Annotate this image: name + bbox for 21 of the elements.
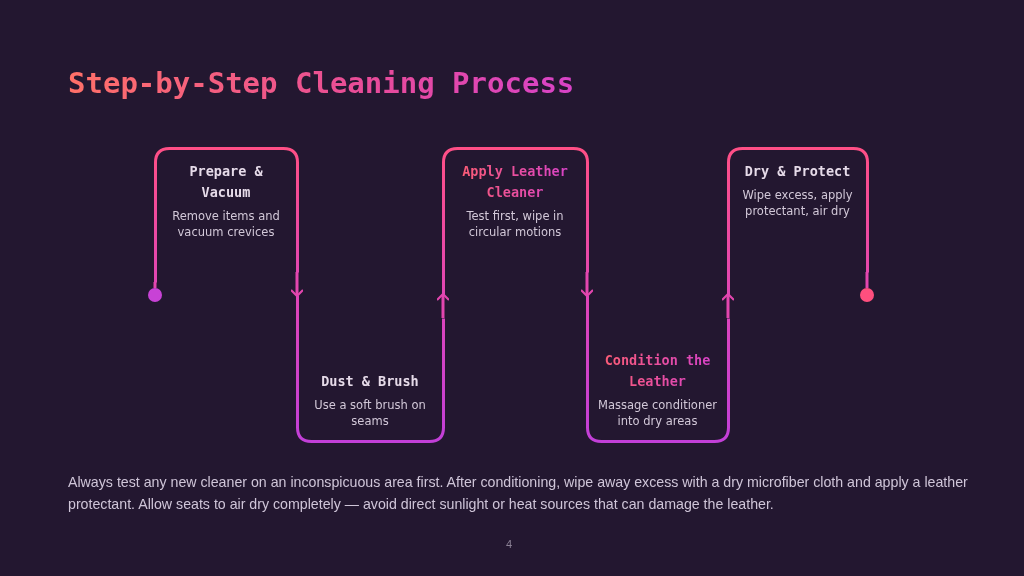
- flow-connector: [435, 292, 451, 318]
- step-heading: Dry & Protect: [743, 161, 852, 181]
- step-description: Wipe excess, apply protectant, air dry: [741, 186, 854, 219]
- flow-connector: [579, 272, 595, 298]
- step-frame: [295, 293, 445, 443]
- flow-connector: [865, 272, 869, 288]
- step-frame: [585, 293, 730, 443]
- note-paragraph: Always test any new cleaner on an inconspicuous area first. After conditioning, wipe away excess with a dry microfiber cloth and apply a leather protectant. Allow seats to air dry completely — avoid direct sunlight or heat sources that can damage the leather.: [68, 473, 968, 514]
- page-number: 4: [506, 538, 513, 550]
- step-description: Remove items and vacuum crevices: [171, 207, 281, 240]
- step-heading: Prepare & Vacuum: [188, 161, 264, 202]
- step-frame: [726, 146, 869, 297]
- flow-connector: [720, 292, 736, 318]
- step-description: Massage conditioner into dry areas: [597, 396, 718, 429]
- step-description: Test first, wipe in circular motions: [465, 207, 565, 240]
- step-description: Use a soft brush on seams: [313, 396, 427, 429]
- endpoint-dot: [860, 288, 874, 302]
- endpoint-dot: [148, 288, 162, 302]
- step-frame: [441, 146, 589, 297]
- step-heading: Dust & Brush: [320, 371, 420, 391]
- flow-connector: [289, 272, 305, 298]
